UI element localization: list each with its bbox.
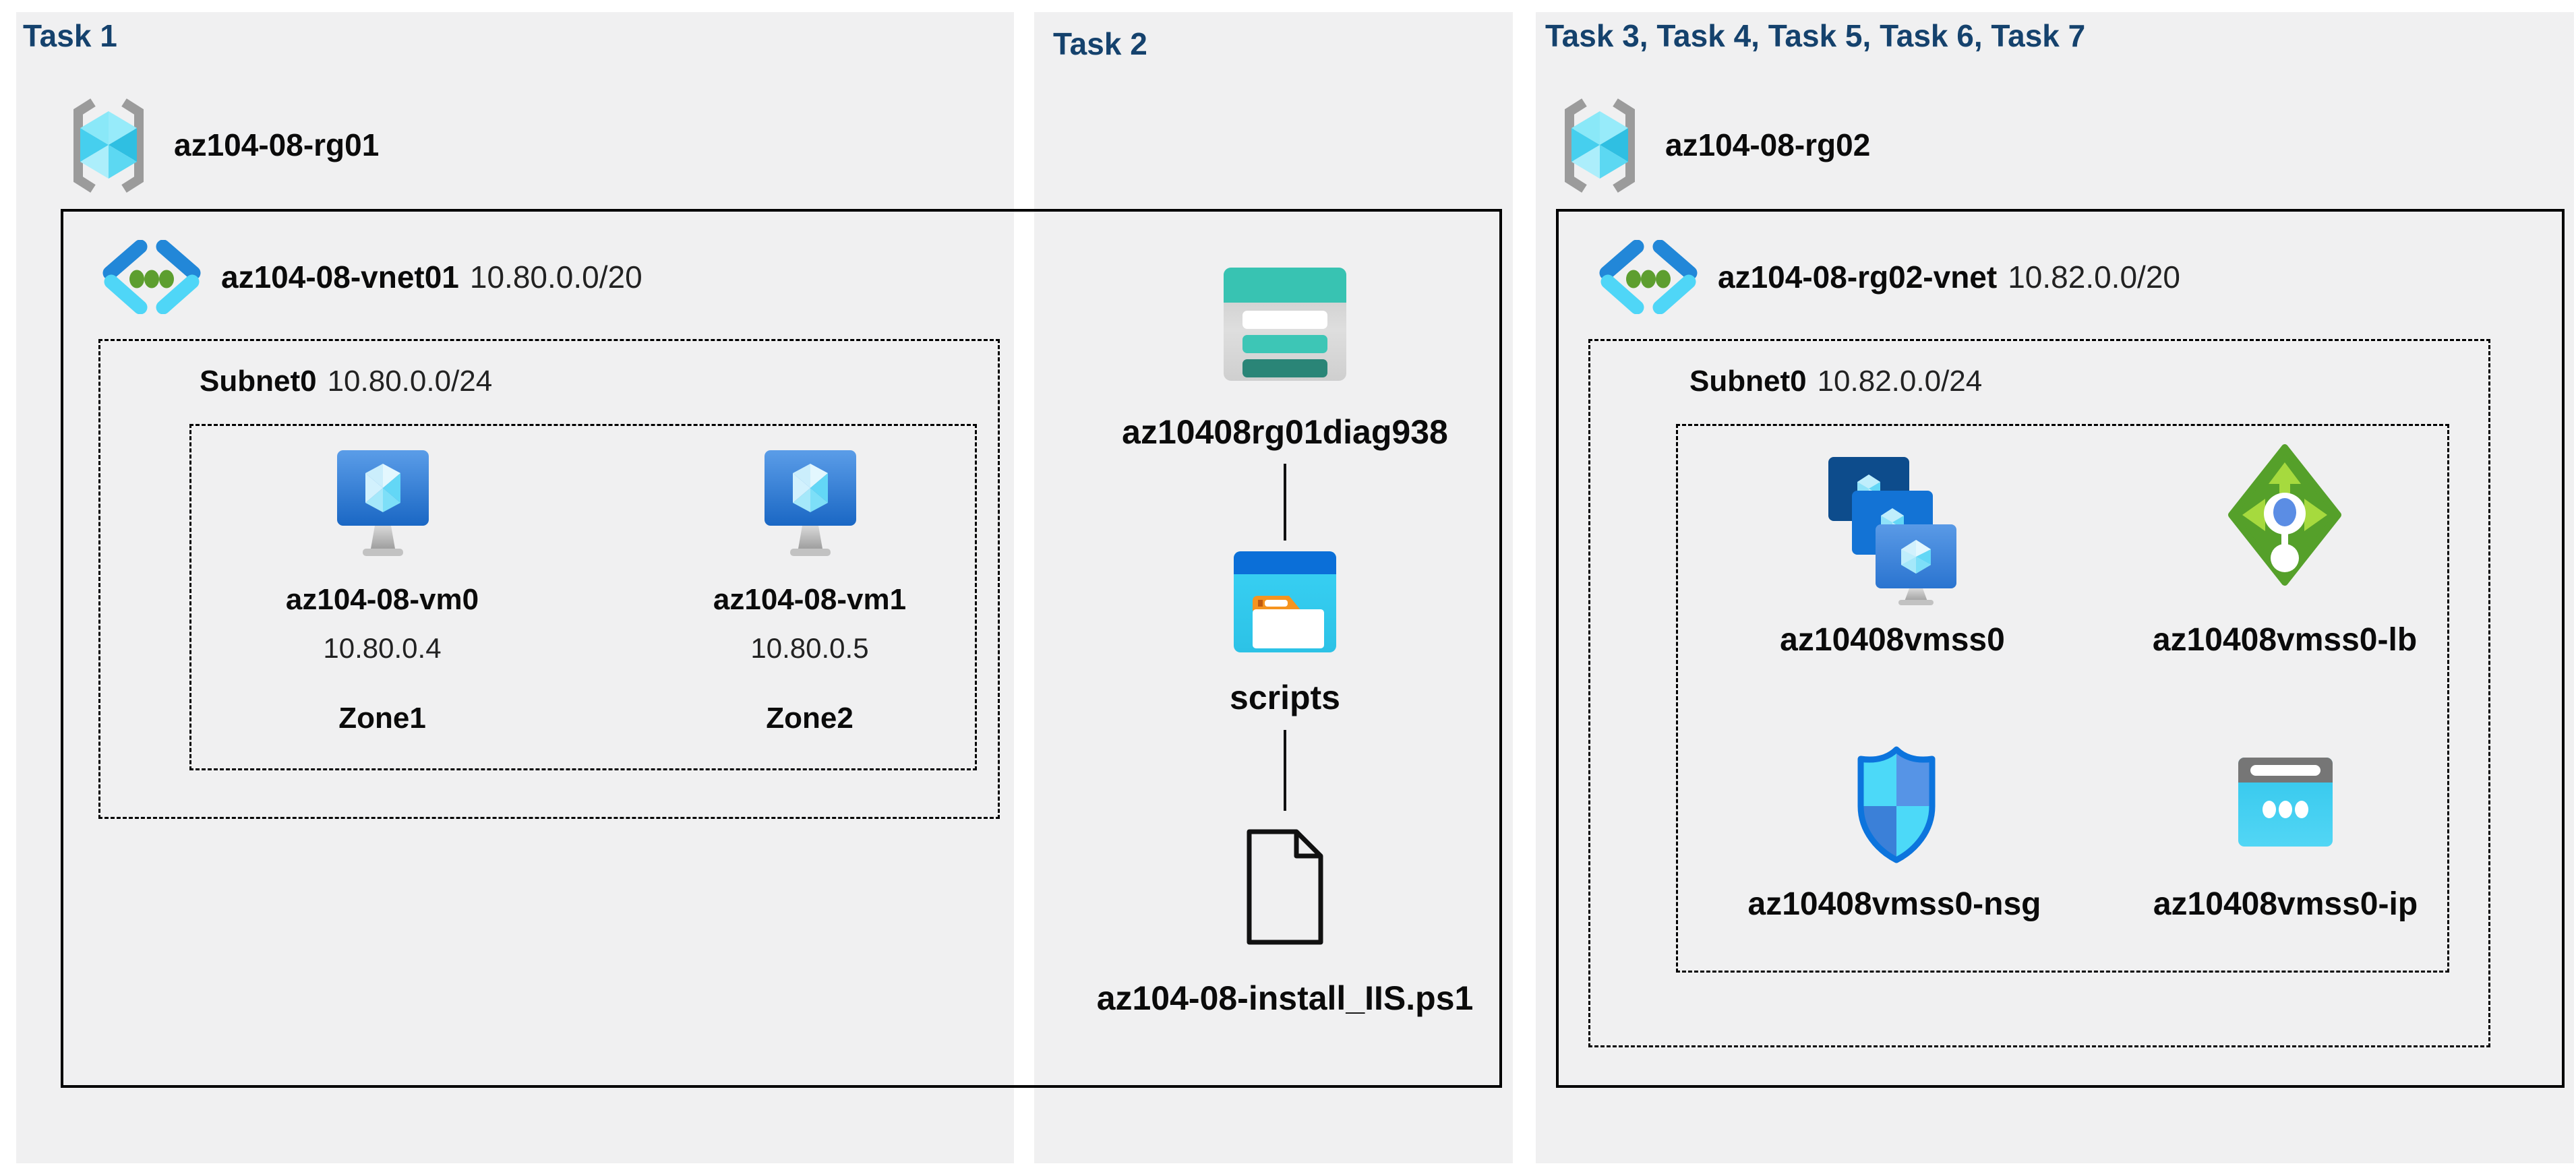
task3-title: Task 3, Task 4, Task 5, Task 6, Task 7 <box>1545 18 2086 53</box>
nsg-name: az10408vmss0-nsg <box>1747 886 2041 922</box>
virtual-network-icon <box>101 240 202 314</box>
subnet0-name: Subnet0 <box>200 365 317 398</box>
vm0-zone: Zone1 <box>338 702 426 735</box>
public-ip-name: az10408vmss0-ip <box>2153 886 2418 922</box>
storage-account-icon <box>1224 268 1346 381</box>
task1-title: Task 1 <box>23 18 117 53</box>
subnet0-box-task1 <box>98 339 1000 819</box>
connector-line <box>1284 464 1286 541</box>
folder-icon <box>1234 551 1336 652</box>
subnet0-label-task3: Subnet0 10.82.0.0/24 <box>1689 367 1982 396</box>
resource-group-icon <box>67 96 150 195</box>
storage-account-name: az10408rg01diag938 <box>1122 413 1448 451</box>
vnet01-cidr: 10.80.0.0/20 <box>469 259 642 295</box>
vm-group-box <box>189 424 977 770</box>
resource-group-name: az104-08-rg01 <box>174 129 379 160</box>
script-file-name: az104-08-install_IIS.ps1 <box>1096 979 1474 1017</box>
connector-line <box>1284 730 1286 811</box>
lb-name: az10408vmss0-lb <box>2152 622 2418 658</box>
vm-icon <box>763 449 858 560</box>
vm1-zone: Zone2 <box>766 702 853 735</box>
vnet01-boundary-box <box>61 209 1502 1088</box>
vm0-ip: 10.80.0.4 <box>323 632 442 664</box>
vnet01-name: az104-08-vnet01 <box>221 259 459 295</box>
subnet0-cidr: 10.80.0.0/24 <box>327 365 493 398</box>
subnet0-cidr: 10.82.0.0/24 <box>1817 365 1983 398</box>
vm1-name: az104-08-vm1 <box>713 583 907 616</box>
file-icon <box>1244 826 1326 948</box>
public-ip-icon <box>2238 758 2333 847</box>
vnet01-label: az104-08-vnet01 10.80.0.0/20 <box>221 262 642 293</box>
resource-group-icon <box>1559 96 1641 195</box>
vm-icon <box>336 449 430 560</box>
resource-group-name: az104-08-rg02 <box>1665 129 1870 160</box>
rg01-name: az104-08-rg01 <box>174 127 380 162</box>
vm1-ip: 10.80.0.5 <box>750 632 869 664</box>
subnet0-box-task3 <box>1588 339 2490 1047</box>
vnet02-label: az104-08-rg02-vnet 10.82.0.0/20 <box>1718 262 2180 293</box>
task2-title: Task 2 <box>1053 26 1147 61</box>
container-name: scripts <box>1230 679 1340 716</box>
vnet02-name: az104-08-rg02-vnet <box>1718 259 1998 295</box>
subnet0-label-task1: Subnet0 10.80.0.0/24 <box>200 367 492 396</box>
nsg-shield-icon <box>1853 744 1940 865</box>
load-balancer-icon <box>2227 443 2342 586</box>
task1-panel <box>16 12 1014 1163</box>
vmss-icon <box>1828 450 1956 605</box>
virtual-network-icon <box>1598 240 1699 314</box>
vnet02-boundary-box <box>1556 209 2565 1088</box>
vm0-name: az104-08-vm0 <box>285 583 479 616</box>
rg02-name: az104-08-rg02 <box>1665 127 1871 162</box>
vmss-group-box <box>1676 424 2449 973</box>
subnet0-name: Subnet0 <box>1689 365 1807 398</box>
vmss-name: az10408vmss0 <box>1780 622 2005 658</box>
vnet02-cidr: 10.82.0.0/20 <box>2008 259 2180 295</box>
